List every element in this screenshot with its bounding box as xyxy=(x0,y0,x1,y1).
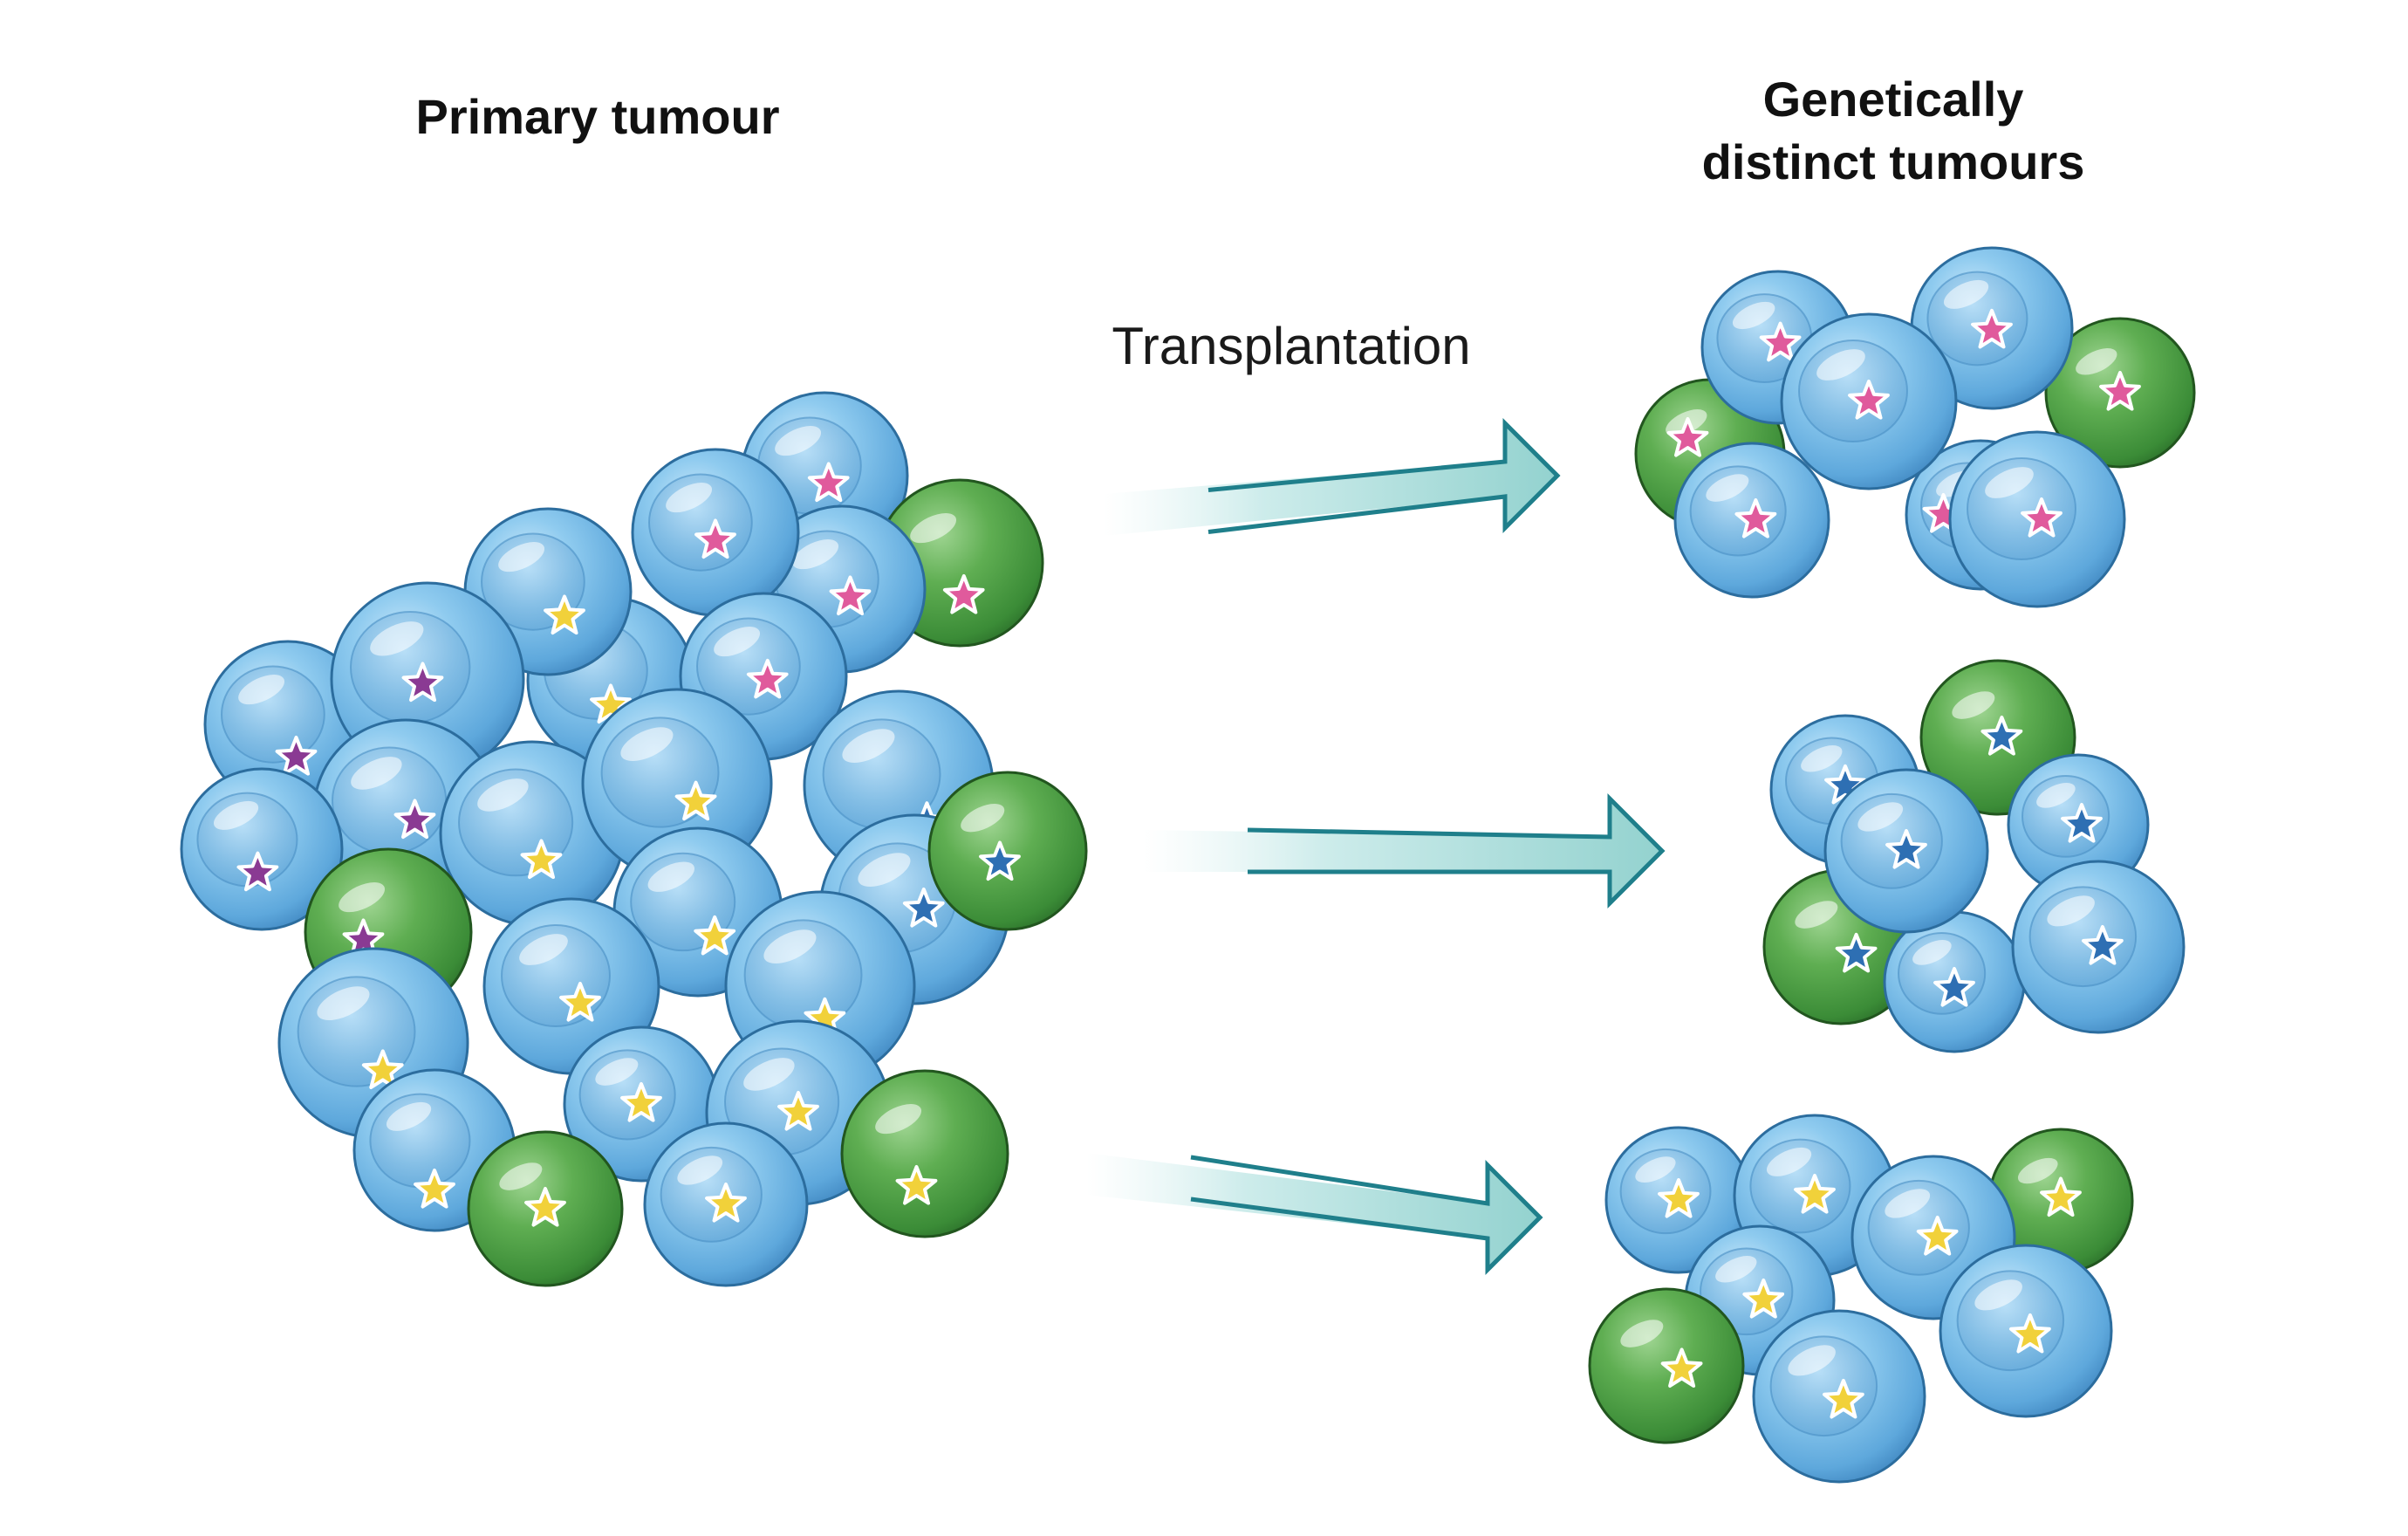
pink-star-marker xyxy=(942,574,985,614)
pink-star-marker xyxy=(807,462,850,503)
blue-cell xyxy=(643,1121,809,1287)
yellow-star-marker xyxy=(1823,1378,1864,1419)
green-cell xyxy=(1588,1287,1745,1444)
yellow-star-marker xyxy=(1658,1178,1700,1218)
purple-star-marker xyxy=(393,799,436,840)
blue-cell xyxy=(1883,910,2026,1053)
pink-star-marker xyxy=(1734,498,1777,538)
yellow-star-marker xyxy=(544,594,585,635)
distinct-tumours-title: Genetically distinct tumours xyxy=(1536,68,2251,194)
arrow-to-tumour-3 xyxy=(1190,1155,1543,1276)
green-cell xyxy=(2044,317,2196,469)
blue-star-marker xyxy=(902,888,945,928)
blue-cell xyxy=(439,740,626,927)
blue-cell xyxy=(482,897,660,1075)
blue-cell xyxy=(1823,768,1989,934)
yellow-star-marker xyxy=(1916,1216,1959,1256)
distinct-tumour-blue xyxy=(1762,659,2186,1053)
green-cell xyxy=(840,1069,1009,1238)
yellow-star-marker xyxy=(674,780,717,821)
pink-star-marker xyxy=(1971,308,2013,349)
yellow-star-marker xyxy=(895,1165,938,1205)
blue-star-marker xyxy=(1885,829,1927,869)
purple-star-marker xyxy=(401,662,444,703)
blue-cell xyxy=(581,688,773,880)
yellow-star-marker xyxy=(559,982,601,1022)
blue-star-marker xyxy=(1835,932,1878,973)
pink-star-marker xyxy=(694,518,736,559)
transplantation-arrows xyxy=(1086,417,1666,1276)
yellow-star-marker xyxy=(1660,1347,1703,1388)
blue-cell xyxy=(180,767,344,931)
yellow-star-marker xyxy=(1794,1174,1836,1214)
blue-star-marker xyxy=(1933,967,1975,1007)
purple-star-marker xyxy=(275,736,318,776)
yellow-star-marker xyxy=(705,1183,747,1223)
green-cell xyxy=(467,1130,624,1287)
yellow-star-marker xyxy=(520,839,563,880)
yellow-star-marker xyxy=(2009,1313,2051,1354)
yellow-star-marker xyxy=(590,683,632,724)
distinct-tumours-title-line1: Genetically xyxy=(1762,72,2024,127)
pink-star-marker xyxy=(1666,417,1709,457)
blue-cell xyxy=(1604,1126,1753,1274)
yellow-star-marker xyxy=(2040,1176,2082,1217)
yellow-star-marker xyxy=(777,1091,819,1131)
blue-cell xyxy=(631,448,800,617)
arrow-to-tumour-1 xyxy=(1207,417,1561,534)
distinct-tumour-yellow xyxy=(1588,1114,2134,1484)
blue-star-marker xyxy=(2082,925,2124,965)
primary-tumour-title: Primary tumour xyxy=(415,89,780,144)
purple-star-marker xyxy=(236,851,279,892)
green-cell xyxy=(927,771,1088,931)
distinct-tumours-title-line2: distinct tumours xyxy=(1701,134,2085,189)
pink-star-marker xyxy=(1759,321,1802,362)
blue-cell xyxy=(2011,860,2186,1034)
primary-tumour-cluster xyxy=(180,391,1088,1287)
yellow-star-marker xyxy=(414,1169,455,1209)
yellow-star-marker xyxy=(524,1187,566,1227)
pink-star-marker xyxy=(1848,380,1890,420)
yellow-star-marker xyxy=(620,1082,662,1122)
blue-cell xyxy=(1673,442,1830,599)
blue-cell xyxy=(1948,430,2126,608)
blue-cell xyxy=(1910,246,2074,410)
blue-cell xyxy=(1752,1309,1926,1484)
yellow-star-marker xyxy=(694,915,736,956)
pink-star-marker xyxy=(829,575,872,616)
yellow-star-marker xyxy=(361,1049,404,1089)
blue-star-marker xyxy=(2061,803,2103,843)
blue-cell xyxy=(2007,753,2150,896)
blue-cell xyxy=(1939,1244,2113,1418)
pink-star-marker xyxy=(2099,371,2141,411)
yellow-star-marker xyxy=(1742,1279,1785,1319)
transplantation-label: Transplantation xyxy=(1112,317,1471,375)
blue-star-marker xyxy=(1824,764,1866,805)
arrow-to-tumour-2 xyxy=(1247,792,1666,909)
pink-star-marker xyxy=(746,658,789,699)
pink-star-marker xyxy=(2021,497,2063,538)
blue-star-marker xyxy=(979,840,1021,881)
distinct-tumour-pink xyxy=(1634,246,2196,608)
blue-cell xyxy=(1780,312,1958,490)
blue-star-marker xyxy=(1980,716,2023,756)
